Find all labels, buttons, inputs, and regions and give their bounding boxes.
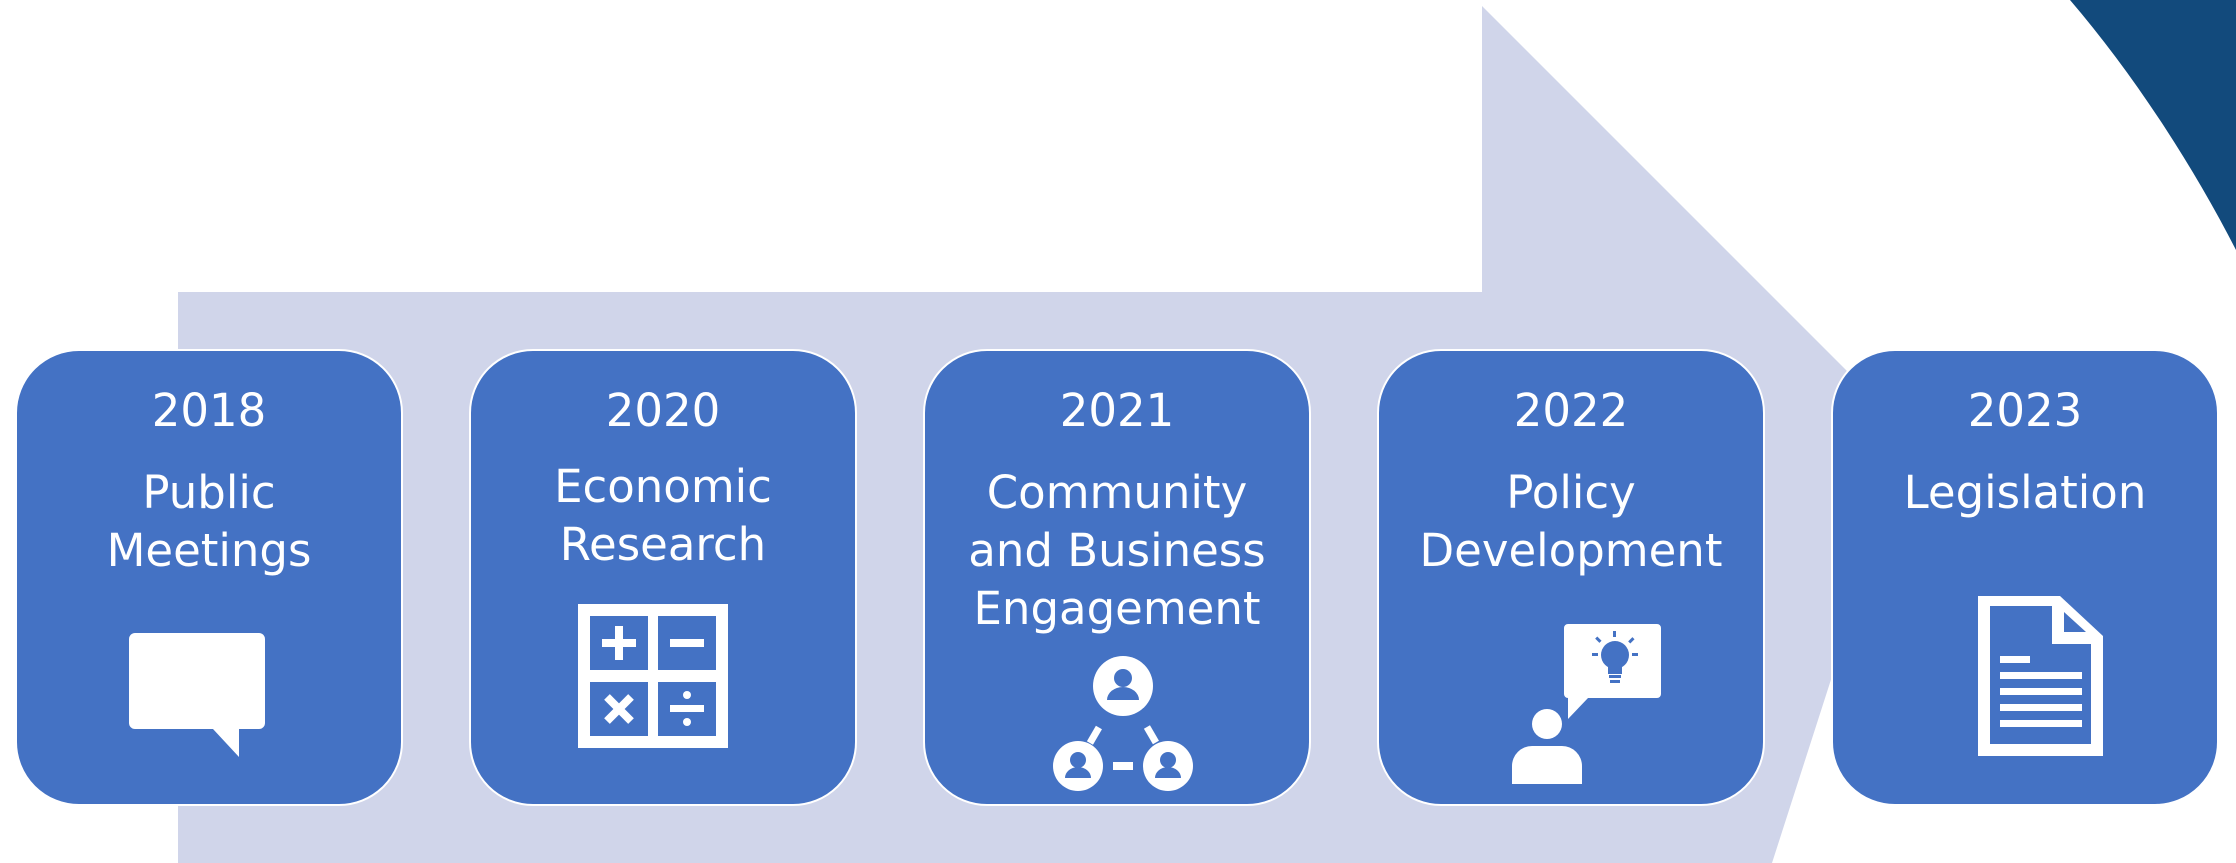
milestone-year: 2022 — [1513, 384, 1629, 437]
network-people-icon — [1053, 656, 1193, 796]
milestone-title: Policy Development — [1419, 466, 1723, 577]
milestone-card-2022: 2022 Policy Development — [1377, 349, 1765, 806]
milestone-year: 2021 — [1059, 384, 1175, 437]
calculator-icon — [578, 604, 728, 748]
person-idea-icon — [1512, 624, 1662, 784]
speech-bubble-icon — [129, 633, 269, 763]
milestone-title: Economic Research — [554, 460, 772, 571]
milestone-card-2021: 2021 Community and Business Engagement — [923, 349, 1311, 806]
document-icon — [1978, 596, 2103, 756]
milestone-year: 2020 — [605, 384, 721, 437]
milestone-year: 2018 — [151, 384, 267, 437]
milestone-year: 2023 — [1967, 384, 2083, 437]
milestone-card-2023: 2023 Legislation — [1831, 349, 2219, 806]
milestone-card-2020: 2020 Economic Research — [469, 349, 857, 806]
milestone-title: Public Meetings — [106, 466, 312, 577]
milestone-card-2018: 2018 Public Meetings — [15, 349, 403, 806]
milestone-title: Community and Business Engagement — [968, 466, 1266, 635]
milestone-title: Legislation — [1903, 466, 2147, 519]
